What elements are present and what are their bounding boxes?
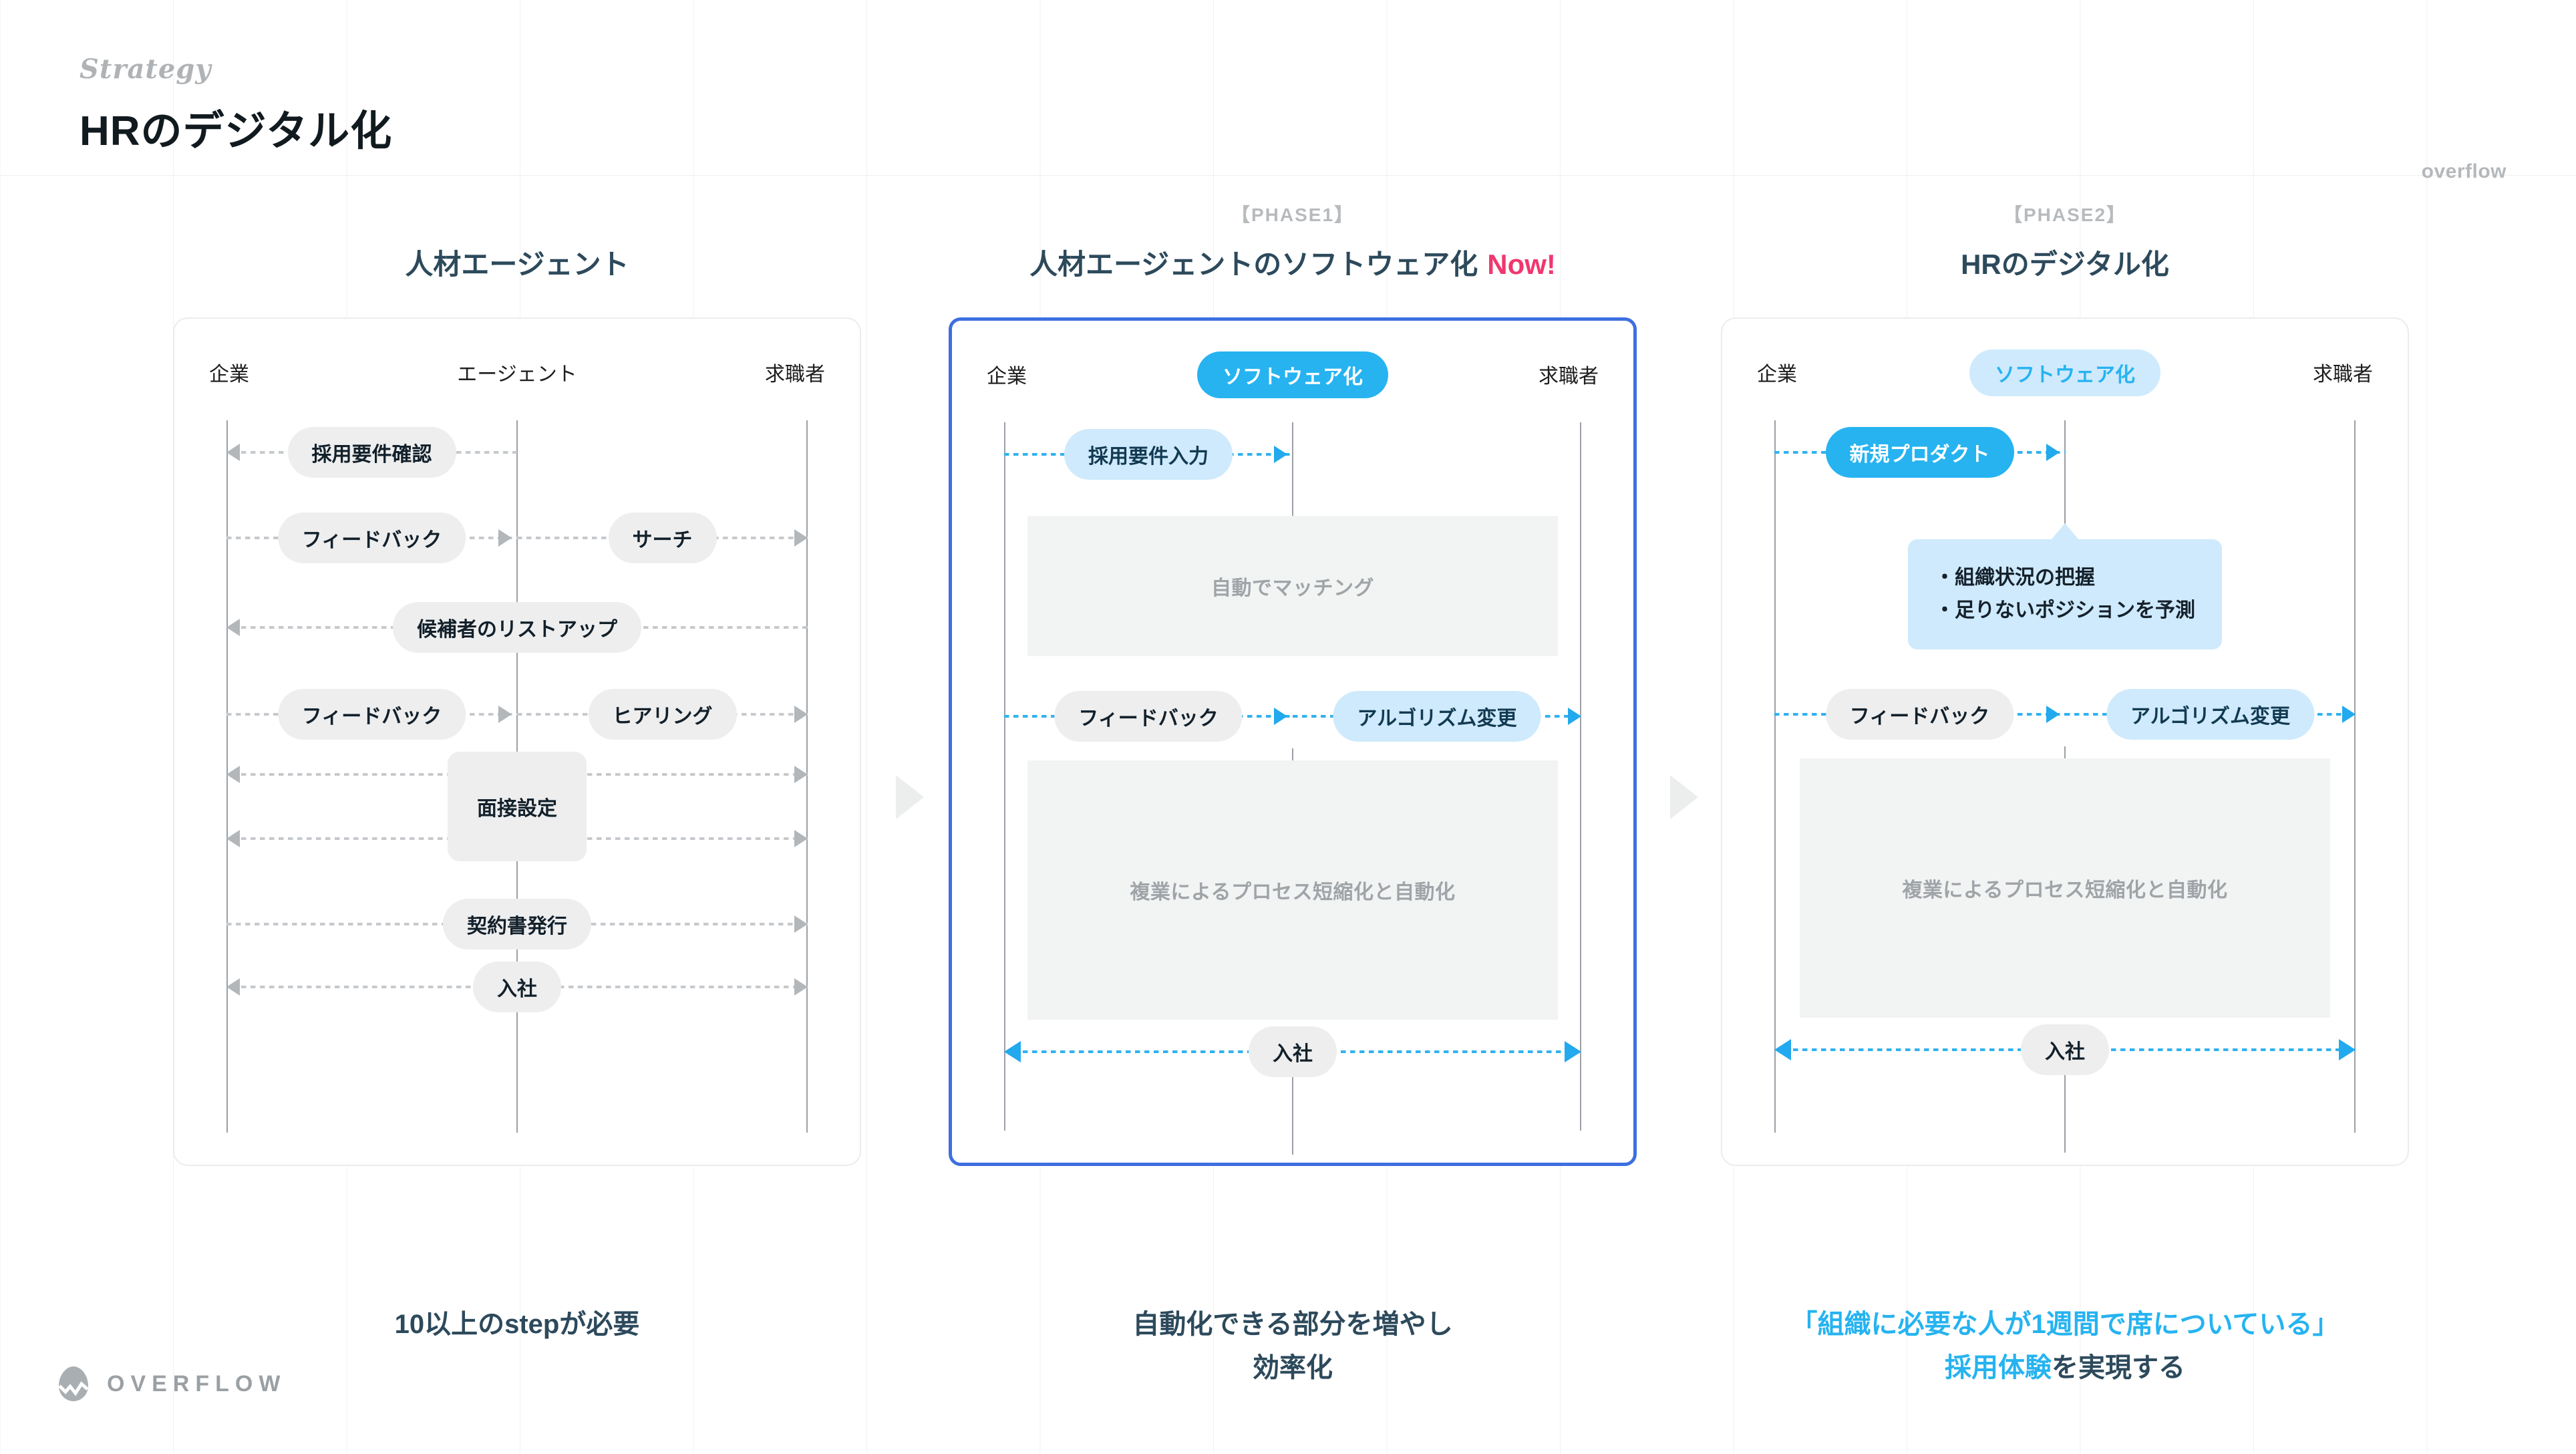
column-title: 人材エージェント [173, 242, 861, 283]
brandmark-label: overflow [2421, 160, 2507, 182]
lane-label-row: 企業 ソフトウェア化 求職者 [1722, 349, 2408, 399]
lane-label-company: 企業 [209, 364, 249, 386]
step-pill[interactable]: フィードバック [277, 689, 466, 740]
page-title: HRのデジタル化 [79, 108, 393, 154]
lifeline-left [1774, 420, 1776, 1133]
step-pill[interactable]: ヒアリング [588, 689, 737, 740]
column-title-text: 人材エージェント [405, 249, 629, 280]
caption-line-1: 「組織に必要な人が1週間で席についている」 [1790, 1310, 2340, 1339]
lane-label-agent: エージェント [457, 364, 577, 386]
step-pill[interactable]: 入社 [473, 962, 561, 1012]
step-pill[interactable]: 採用要件入力 [1064, 429, 1233, 480]
column-caption: 自動化できる部分を増やし 効率化 [949, 1303, 1637, 1390]
phase-tag: 【PHASE1】 [1231, 204, 1355, 225]
process-block: 複業によるプロセス短縮化と自動化 [1027, 760, 1558, 1020]
step-box[interactable]: 面接設定 [448, 752, 587, 861]
lane-label-software: ソフトウェア化 [1197, 351, 1388, 398]
column-title-text: 人材エージェントのソフトウェア化 [1029, 249, 1478, 280]
page-header: Strategy HRのデジタル化 [79, 53, 392, 157]
lifeline-right [2354, 420, 2356, 1133]
lane-label-seeker: 求職者 [765, 364, 825, 386]
step-pill[interactable]: フィードバック [1054, 691, 1243, 742]
caption-line-2: 効率化 [1253, 1352, 1333, 1383]
caption-tail: を実現する [2052, 1352, 2185, 1383]
callout-tail-icon [2052, 523, 2078, 539]
eyebrow-label: Strategy [79, 53, 212, 85]
step-pill[interactable]: アルゴリズム変更 [1333, 691, 1541, 742]
lane-label-company: 企業 [1757, 364, 1797, 386]
callout-line-2: ・足りないポジションを予測 [1935, 599, 2195, 621]
lane-label-seeker: 求職者 [1539, 366, 1599, 388]
step-pill[interactable]: フィードバック [277, 513, 466, 563]
column-phase1: 【PHASE1】 人材エージェントのソフトウェア化 Now! 企業 ソフトウェア化… [949, 200, 1637, 1383]
diagram-card-highlighted: 企業 ソフトウェア化 求職者 採用要件入力 自動でマッチング フィードバック ア… [949, 317, 1637, 1166]
step-pill[interactable]: 契約書発行 [443, 899, 591, 950]
overflow-logo: OVERFLOW [55, 1365, 286, 1403]
column-agent: 人材エージェント 企業 エージェント 求職者 採用要件確認 フィードバック サー… [173, 200, 861, 1339]
transition-arrow-icon [896, 775, 924, 819]
now-badge: Now! [1487, 249, 1556, 280]
lifeline-right [1580, 422, 1581, 1131]
step-pill[interactable]: サーチ [608, 513, 717, 563]
step-pill[interactable]: フィードバック [1825, 689, 2014, 740]
column-phase2: 【PHASE2】 HRのデジタル化 企業 ソフトウェア化 求職者 新規プロダクト… [1721, 200, 2409, 1383]
column-title: HRのデジタル化 [1721, 242, 2409, 283]
diagram-card: 企業 エージェント 求職者 採用要件確認 フィードバック サーチ 候補者のリスト… [173, 317, 861, 1166]
transition-arrow-icon [1670, 775, 1698, 819]
step-pill[interactable]: 候補者のリストアップ [393, 602, 641, 653]
process-block: 複業によるプロセス短縮化と自動化 [1800, 758, 2330, 1018]
lane-label-software: ソフトウェア化 [1969, 349, 2160, 396]
lane-label-row: 企業 エージェント 求職者 [174, 357, 860, 399]
lifeline-middle-seg3 [2064, 1072, 2066, 1153]
column-title-text: HRのデジタル化 [1961, 249, 2169, 280]
column-caption: 「組織に必要な人が1週間で席についている」 採用体験を実現する [1721, 1303, 2409, 1390]
caption-line-2: 採用体験を実現する [1721, 1346, 2409, 1390]
lane-label-row: 企業 ソフトウェア化 求職者 [952, 351, 1633, 401]
phase-tag [173, 200, 861, 225]
egg-logo-icon [58, 1366, 89, 1401]
caption-highlight: 採用体験 [1945, 1352, 2052, 1383]
phase-tag: 【PHASE2】 [2003, 204, 2127, 225]
callout-line-1: ・組織状況の把握 [1935, 567, 2095, 589]
lane-label-company: 企業 [987, 366, 1027, 388]
logo-wordmark: OVERFLOW [107, 1370, 287, 1397]
lifeline-left [1004, 422, 1005, 1131]
background-horizontal-rule [0, 175, 2576, 176]
column-title: 人材エージェントのソフトウェア化 Now! [949, 242, 1637, 283]
step-pill[interactable]: 新規プロダクト [1825, 427, 2014, 478]
insight-callout: ・組織状況の把握 ・足りないポジションを予測 [1908, 523, 2222, 650]
lane-label-seeker: 求職者 [2313, 364, 2373, 386]
lifeline-middle-seg1 [2064, 420, 2066, 534]
step-pill[interactable]: 採用要件確認 [287, 427, 456, 478]
process-block: 自動でマッチング [1027, 516, 1558, 656]
lifeline-middle-seg1 [1292, 422, 1293, 536]
step-pill[interactable]: 入社 [2021, 1024, 2109, 1075]
step-pill[interactable]: アルゴリズム変更 [2106, 689, 2315, 740]
column-caption: 10以上のstepが必要 [173, 1303, 861, 1346]
caption-line-1: 自動化できる部分を増やし [1132, 1310, 1453, 1339]
caption-line-1: 10以上のstepが必要 [394, 1310, 640, 1339]
diagram-card: 企業 ソフトウェア化 求職者 新規プロダクト ・組織状況の把握 ・足りないポジシ… [1721, 317, 2409, 1166]
lifeline-middle-seg3 [1292, 1074, 1293, 1155]
step-pill[interactable]: 入社 [1249, 1026, 1337, 1077]
